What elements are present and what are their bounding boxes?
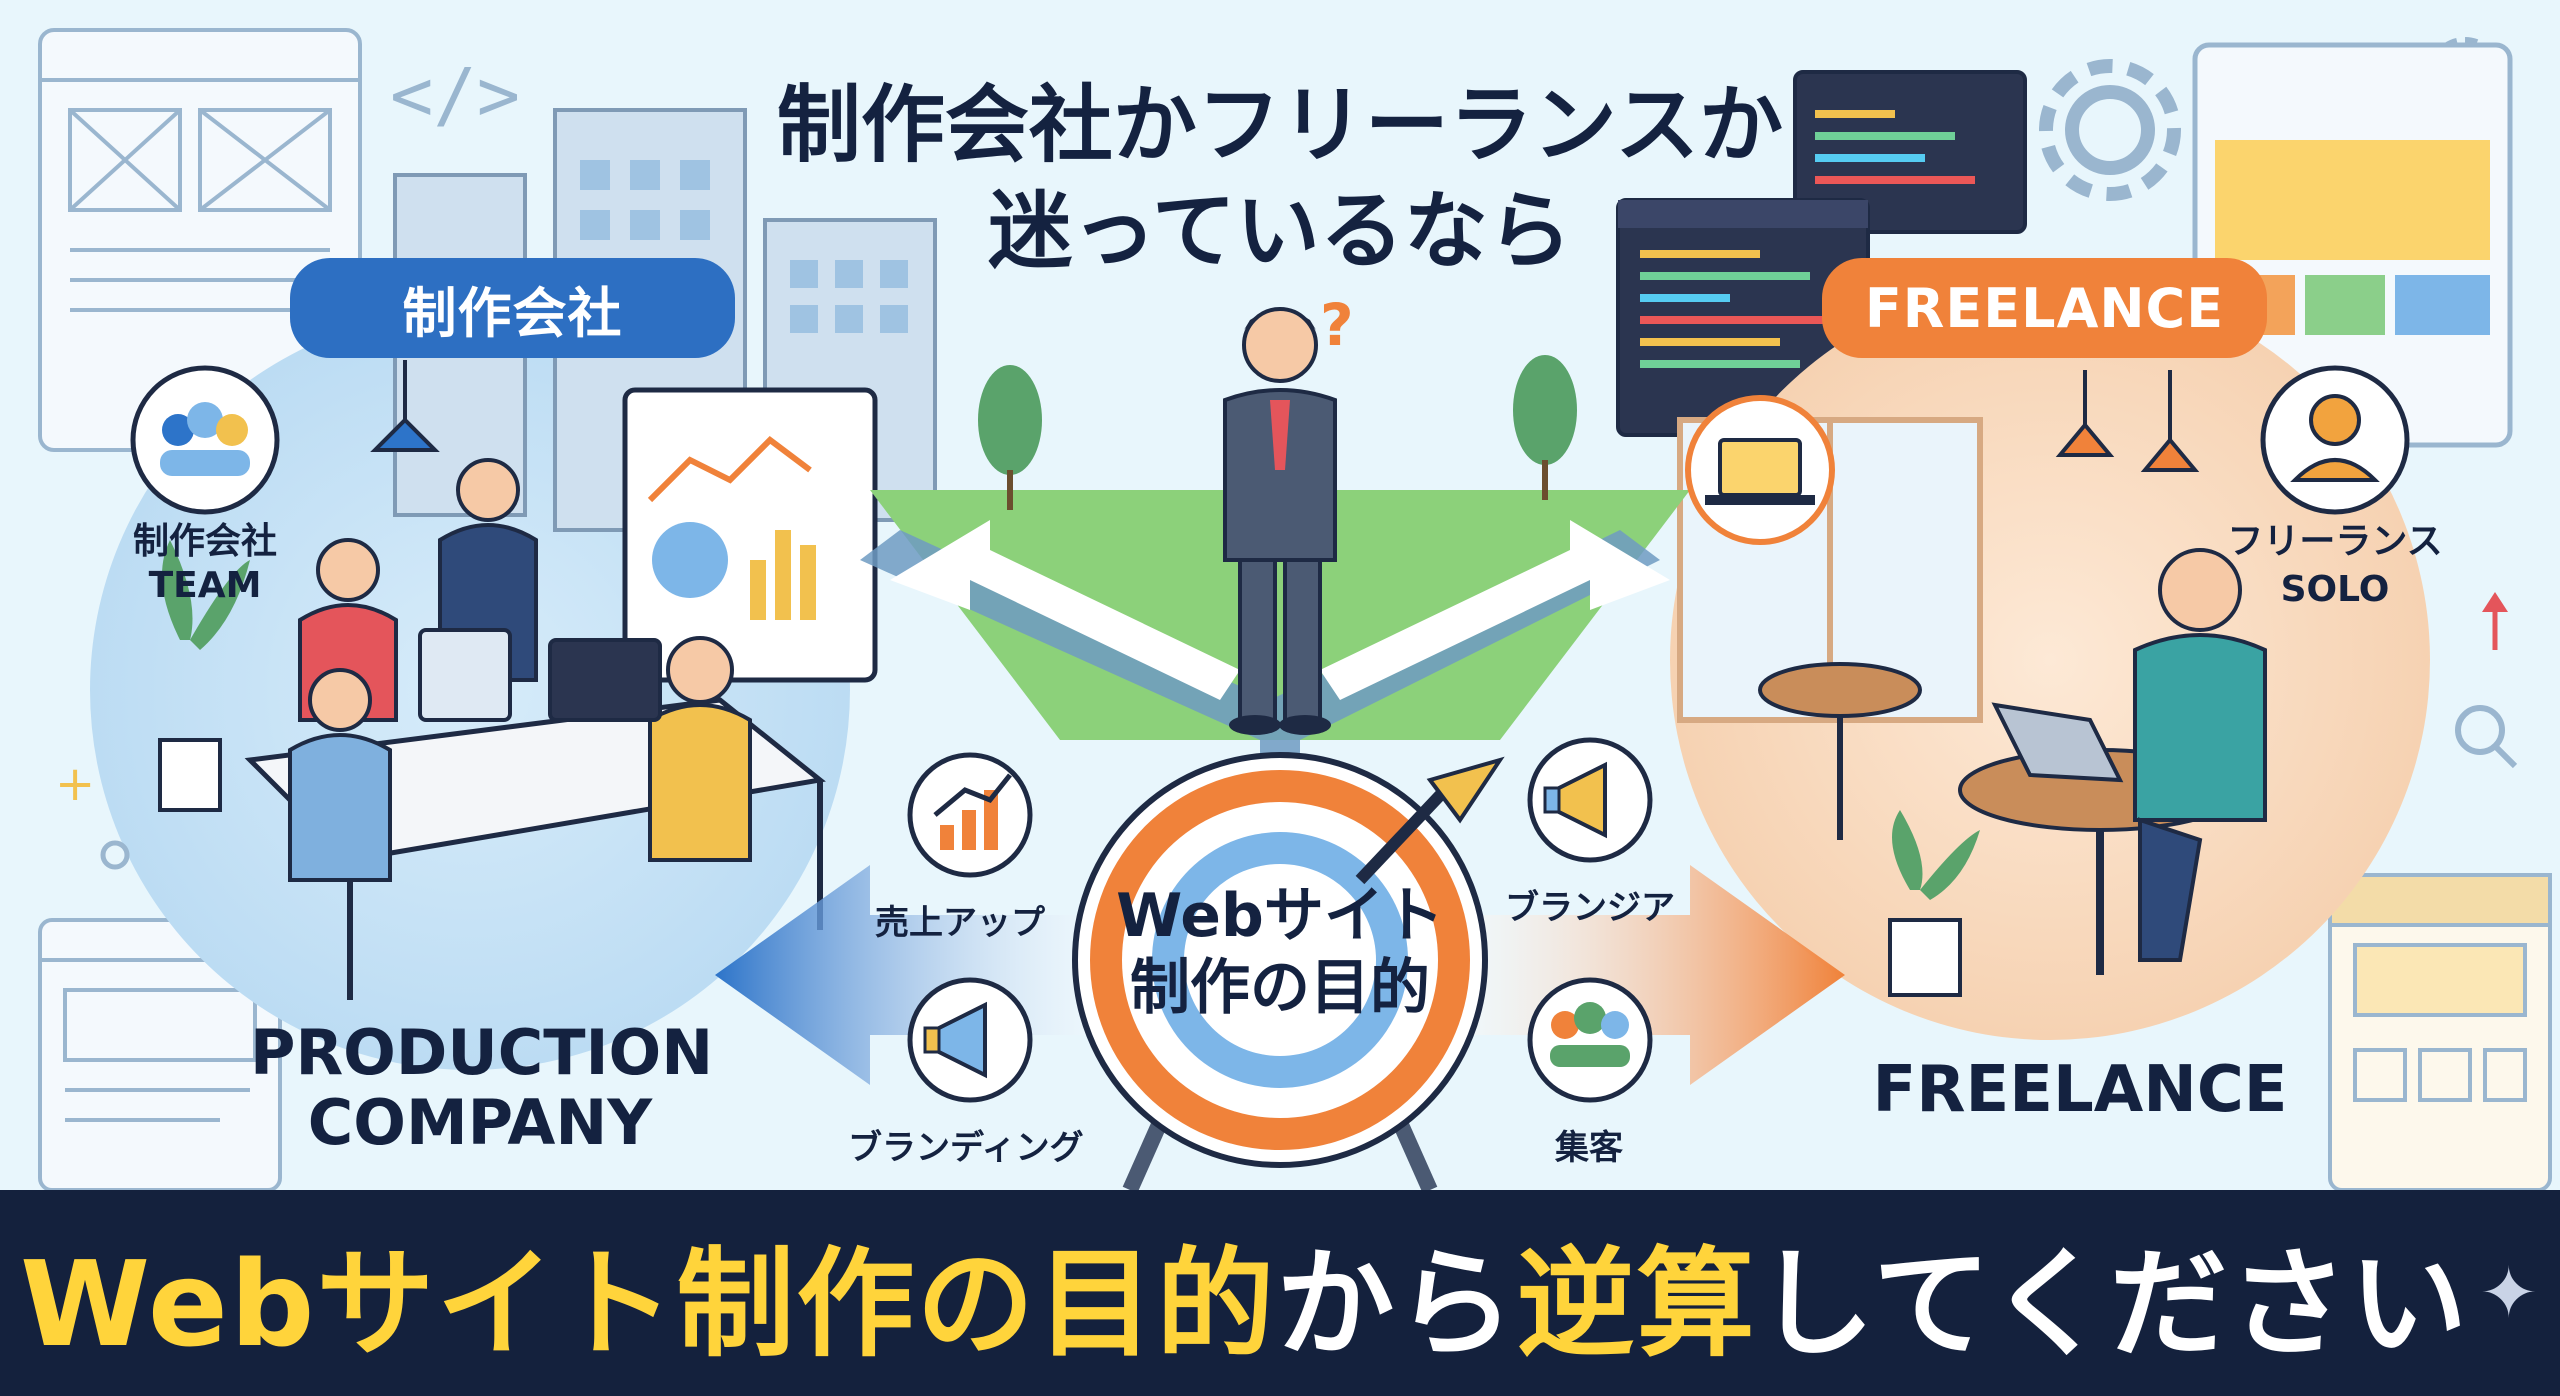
goal-branding: ブランディング — [848, 1128, 1084, 1168]
goal-attract: 集客 — [1555, 1128, 1623, 1168]
presentation-monitor — [622, 387, 878, 683]
bottom-banner — [0, 1190, 2560, 1396]
team-label-en: TEAM — [148, 565, 262, 606]
arrow-right-up — [1320, 520, 1670, 700]
tree-right — [1513, 355, 1577, 500]
company-badge: 制作会社 — [290, 258, 735, 358]
code-window-back — [1793, 70, 2027, 234]
wireframe-left-top — [38, 28, 362, 452]
gear-icon — [2039, 59, 2181, 201]
bottom-part3: 逆算 — [1516, 1234, 1757, 1373]
freelance-caption-text: FREELANCE — [1872, 1053, 2288, 1127]
megaphone-icon-branding — [907, 977, 1033, 1103]
bottom-part2: から — [1276, 1234, 1517, 1373]
solo-label: フリーランス SOLO — [2210, 518, 2460, 614]
wireframe-right-bottom — [2328, 873, 2552, 1192]
sparkle-icon: ✦ — [2479, 1252, 2541, 1334]
bottom-part4: してください — [1756, 1234, 2470, 1373]
caption-line2: COMPANY — [307, 1086, 653, 1159]
laptop-circle-icon — [1685, 395, 1835, 545]
team-people — [288, 458, 752, 882]
target-line1: Webサイト — [1116, 881, 1444, 951]
company-badge-label: 制作会社 — [402, 281, 623, 345]
production-company-caption: PRODUCTION COMPANY — [250, 1016, 714, 1159]
headline-line1: 制作会社かフリーランスか — [776, 76, 1784, 174]
solo-label-jp: フリーランス — [2227, 521, 2443, 562]
team-label-jp: 制作会社 — [132, 521, 277, 562]
circle-deco-icon — [100, 840, 130, 870]
arrow-left-up — [890, 520, 1240, 700]
plant-right — [1888, 810, 1980, 997]
solo-label-en: SOLO — [2280, 569, 2390, 610]
target-label: Webサイト 制作の目的 — [1090, 880, 1470, 1024]
bottom-part1: Webサイト制作の目的 — [19, 1234, 1277, 1373]
tree-left — [978, 365, 1042, 510]
code-tag-icon: </> — [390, 53, 520, 137]
goal-brandgia: ブランジア — [1505, 888, 1675, 928]
user-icon — [2260, 365, 2410, 515]
plant-left — [158, 540, 250, 812]
megaphone-icon-brandgia — [1527, 737, 1653, 863]
pendant-lamps — [2055, 370, 2200, 472]
sales-up-icon — [907, 752, 1033, 878]
target-line2: 制作の目的 — [1130, 953, 1430, 1023]
goal-sales-up: 売上アップ — [875, 903, 1045, 943]
freelance-badge: FREELANCE — [1822, 258, 2267, 358]
team-icon — [130, 365, 280, 515]
grass-center — [870, 490, 1690, 740]
question-mark-icon: ? — [1320, 291, 1354, 359]
plus-sparkle-icon: + — [55, 756, 95, 812]
bottom-message: Webサイト制作の目的から逆算してください✦ — [0, 1190, 2560, 1396]
dart-arrow-icon — [1355, 756, 1505, 885]
freelance-caption: FREELANCE — [1860, 1055, 2300, 1125]
headline-line2: 迷っているなら — [988, 182, 1572, 280]
search-icon — [2455, 705, 2505, 755]
headline: 制作会社かフリーランスか 迷っているなら — [700, 72, 1860, 284]
businessman-figure — [1223, 307, 1337, 735]
team-label: 制作会社 TEAM — [110, 520, 300, 608]
audience-icon — [1527, 977, 1653, 1103]
laptop-icon — [1991, 702, 2124, 783]
freelancer-person — [2133, 548, 2267, 962]
freelance-badge-label: FREELANCE — [1864, 276, 2225, 340]
caption-line1: PRODUCTION — [250, 1016, 714, 1089]
